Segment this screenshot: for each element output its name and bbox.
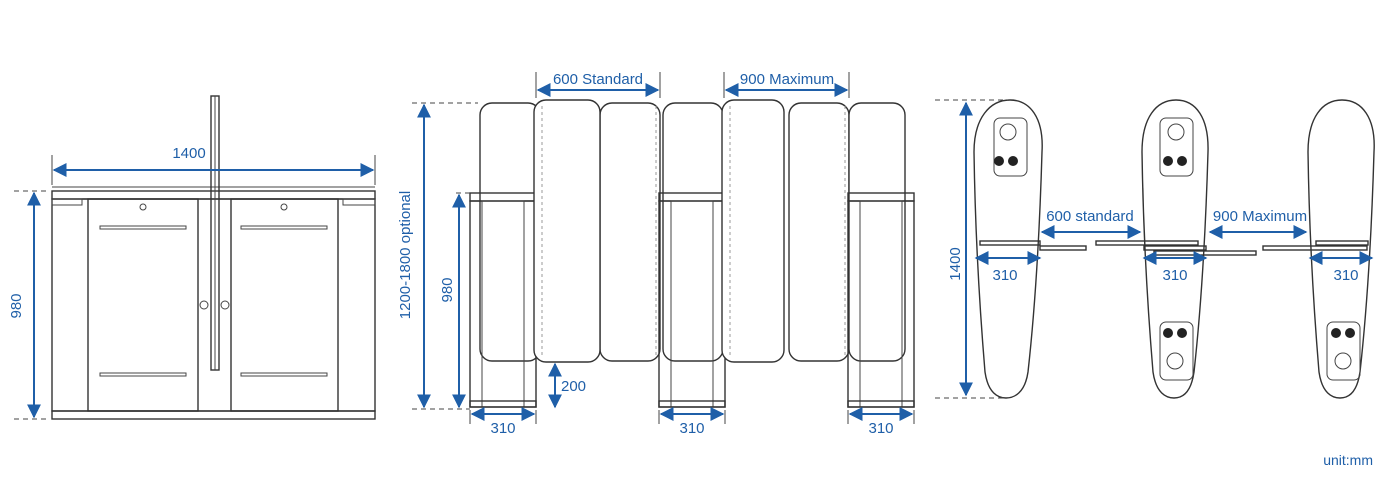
- side-glass-panel-5: [721, 99, 785, 363]
- front-view: [14, 95, 376, 420]
- top-length-label: 1400: [947, 247, 964, 280]
- side-standard-width-label: 600 Standard: [553, 71, 643, 88]
- side-cabinet-height-label: 980: [439, 277, 456, 302]
- top-cabinet-width-label-2: 310: [1162, 267, 1187, 284]
- front-right-door: [230, 198, 339, 412]
- side-cabinet-width-label-3: 310: [868, 420, 893, 437]
- side-glass-height-label: 1200-1800 optional: [397, 191, 414, 319]
- top-cabinet-right: [1307, 99, 1375, 399]
- front-width-label: 1400: [172, 145, 205, 162]
- side-glass-panel-1: [479, 102, 541, 362]
- side-glass-panel-4: [662, 102, 724, 362]
- top-maximum-width-label: 900 Maximum: [1213, 208, 1307, 225]
- unit-label: unit:mm: [1323, 452, 1373, 468]
- top-cabinet-left: [973, 99, 1043, 399]
- side-glass-panel-2: [533, 99, 601, 363]
- side-cabinet-width-label-1: 310: [490, 420, 515, 437]
- side-view: [412, 72, 915, 424]
- side-glass-panel-7: [848, 102, 906, 362]
- top-standard-width-label: 600 standard: [1046, 208, 1134, 225]
- front-left-door: [87, 198, 199, 412]
- top-cabinet-width-label-1: 310: [992, 267, 1017, 284]
- top-cabinet-middle: [1141, 99, 1209, 399]
- side-glass-panel-6: [788, 102, 850, 362]
- side-maximum-width-label: 900 Maximum: [740, 71, 834, 88]
- top-view: [935, 99, 1375, 399]
- front-height-label: 980: [8, 293, 25, 318]
- side-glass-panel-3: [599, 102, 661, 362]
- top-cabinet-width-label-3: 310: [1333, 267, 1358, 284]
- side-bottom-gap-label: 200: [561, 378, 586, 395]
- side-cabinet-width-label-2: 310: [679, 420, 704, 437]
